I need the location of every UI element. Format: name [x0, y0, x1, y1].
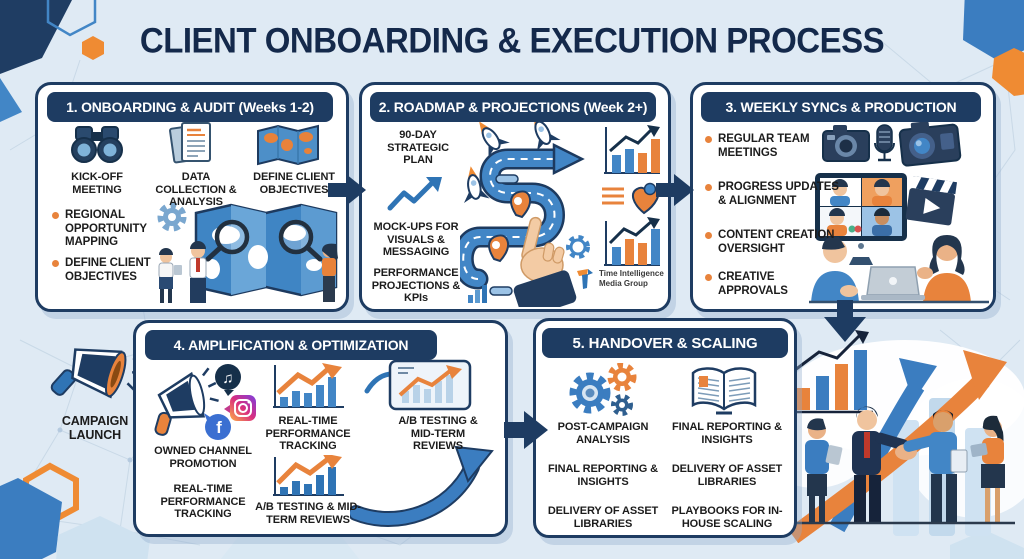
social-promotion-illustration: ♫ f — [154, 364, 256, 440]
rocket-icon — [463, 166, 490, 204]
section-1-card: 1. ONBOARDING & AUDIT (Weeks 1-2) — [35, 82, 349, 312]
mini-bar-chart-icon — [468, 285, 487, 303]
item-label: OWNED CHANNEL PROMOTION — [154, 445, 252, 470]
brand-name-line1: Time Intelligence — [599, 269, 664, 279]
item-label: DEFINE CLIENT OBJECTIVES — [253, 171, 335, 196]
microphone-icon — [874, 124, 895, 162]
ab-screen-icon — [388, 359, 472, 411]
brand-logo-icon — [577, 269, 593, 289]
tiktok-icon: ♫ — [215, 364, 241, 396]
roadmap-path — [460, 142, 585, 290]
section-2-header: 2. ROADMAP & PROJECTIONS (Week 2+) — [370, 92, 656, 122]
section-4-header: 4. AMPLIFICATION & OPTIMIZATION — [145, 330, 437, 360]
bullet-dot — [705, 274, 712, 281]
section-1-header: 1. ONBOARDING & AUDIT (Weeks 1-2) — [47, 92, 333, 122]
item-label: FINAL REPORTING & INSIGHTS — [548, 463, 658, 488]
bullet-dot — [52, 212, 59, 219]
dash-marker — [489, 286, 513, 296]
section-4-card: 4. AMPLIFICATION & OPTIMIZATION ♫ — [133, 320, 508, 537]
bullet-dot — [705, 136, 712, 143]
growth-chart-icon — [273, 455, 344, 496]
megaphone-icon — [50, 348, 138, 399]
bullet-dot — [705, 232, 712, 239]
team-figures — [158, 241, 338, 303]
item-label: A/B TESTING & MID-TERM REVIEWS — [255, 501, 361, 526]
laptop-icon — [861, 266, 925, 300]
item-label: FINAL REPORTING & INSIGHTS — [672, 421, 782, 446]
documents-icon — [169, 122, 211, 164]
swoosh-arrow-icon — [350, 445, 494, 527]
arrow-section4-to-section5 — [504, 411, 548, 449]
item-label: PERFORMANCE PROJECTIONS & KPIs — [371, 267, 461, 305]
location-pin-icon — [488, 190, 532, 263]
gear-icon — [566, 235, 590, 259]
world-map-icon — [257, 124, 319, 166]
person-figure — [811, 236, 859, 303]
item-label: PLAYBOOKS FOR IN-HOUSE SCALING — [671, 505, 783, 530]
svg-text:f: f — [216, 418, 222, 437]
item-label: REAL-TIME PERFORMANCE TRACKING — [160, 483, 246, 521]
item-label: 90-DAY STRATEGIC PLAN — [387, 129, 449, 167]
gears-icon — [569, 363, 637, 416]
map-research-illustration — [157, 202, 338, 303]
item-label: POST-CAMPAIGN ANALYSIS — [557, 421, 649, 446]
item-label: KICK-OFF MEETING — [71, 171, 123, 196]
growth-chart-icon — [273, 363, 344, 408]
item-label: DELIVERY OF ASSET LIBRARIES — [671, 463, 783, 488]
binoculars-icon — [71, 126, 123, 163]
bullet-item: PROGRESS UPDATES & ALIGNMENT — [705, 181, 841, 208]
section-5-header: 5. HANDOVER & SCALING — [542, 328, 788, 358]
person-figure — [917, 235, 971, 303]
item-label: A/B TESTING & MID-TERM REVIEWS — [398, 415, 478, 453]
open-book-icon — [691, 367, 757, 415]
dash-marker — [495, 174, 519, 184]
scaling-illustration — [775, 330, 1024, 543]
arrow-section3-down — [824, 300, 866, 342]
section-5-card: 5. HANDOVER & SCALING POST-CAMPAIGN ANAL… — [533, 318, 797, 538]
item-label: REAL-TIME PERFORMANCE TRACKING — [265, 415, 351, 453]
trend-arrow-icon — [387, 177, 442, 211]
bullet-item: REGULAR TEAM MEETINGS — [705, 133, 835, 160]
bullet-item: CONTENT CREATION OVERSIGHT — [705, 229, 835, 256]
page-title: CLIENT ONBOARDING & EXECUTION PROCESS — [139, 20, 885, 61]
section-3-header: 3. WEEKLY SYNCs & PRODUCTION — [701, 92, 981, 122]
roadmap-illustration — [460, 119, 590, 307]
growth-chart-icon — [604, 217, 660, 266]
instagram-icon — [224, 395, 256, 421]
notes-heart-icon — [602, 182, 660, 215]
item-label: MOCK-UPS FOR VISUALS & MESSAGING — [373, 221, 459, 259]
bullet-item: REGIONAL OPPORTUNITY MAPPING — [52, 209, 174, 250]
item-label: DELIVERY OF ASSET LIBRARIES — [547, 505, 659, 530]
call-participant — [830, 179, 850, 206]
bullet-dot — [705, 184, 712, 191]
bullet-item: DEFINE CLIENT OBJECTIVES — [52, 257, 174, 284]
production-illustration — [809, 121, 989, 304]
bar-chart-icon — [793, 330, 873, 414]
clapperboard-icon — [905, 176, 958, 226]
section-2-card: 2. ROADMAP & PROJECTIONS (Week 2+) 90-DA… — [359, 82, 671, 312]
arrow-section2-to-section3 — [656, 174, 694, 206]
camera-icon — [898, 121, 962, 167]
brand-logo: Time Intelligence Media Group — [576, 269, 664, 289]
gear-icon — [157, 202, 187, 232]
pointing-hand — [513, 216, 577, 307]
person-figure — [805, 418, 843, 522]
growth-chart-icon — [604, 125, 660, 174]
bullet-item: CREATIVE APPROVALS — [705, 271, 835, 298]
svg-text:♫: ♫ — [222, 370, 233, 387]
bullet-dot — [52, 260, 59, 267]
brand-name-line2: Media Group — [599, 279, 648, 288]
item-label: DATA COLLECTION & ANALYSIS — [155, 171, 237, 209]
arrow-section1-to-section2 — [328, 174, 366, 206]
section-3-card: 3. WEEKLY SYNCs & PRODUCTION REGULAR TEA… — [690, 82, 996, 312]
facebook-icon: f — [204, 413, 231, 440]
rocket-icon — [479, 121, 510, 158]
magnifier-icon — [205, 219, 323, 262]
